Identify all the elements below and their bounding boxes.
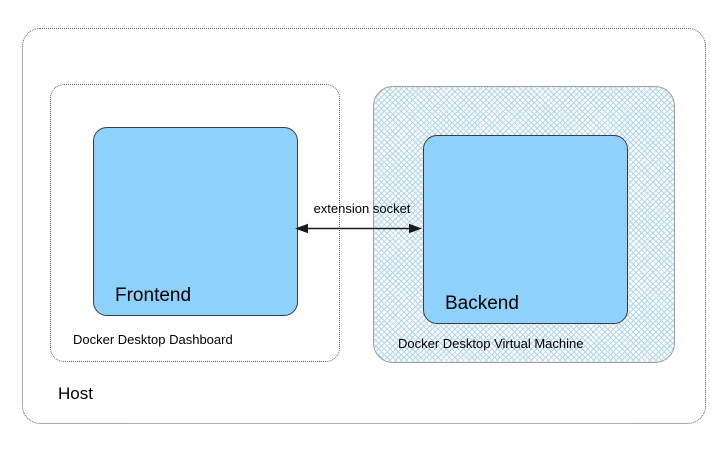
frontend-node: Frontend xyxy=(93,127,298,316)
connection-label: extension socket xyxy=(313,201,411,216)
dashboard-label: Docker Desktop Dashboard xyxy=(73,332,233,347)
host-label: Host xyxy=(58,384,93,403)
frontend-node-label: Frontend xyxy=(115,285,192,306)
vm-label: Docker Desktop Virtual Machine xyxy=(398,336,584,351)
host-container xyxy=(22,28,706,424)
backend-node: Backend xyxy=(423,135,628,324)
backend-node-label: Backend xyxy=(445,293,519,314)
dashboard-container xyxy=(50,84,340,362)
